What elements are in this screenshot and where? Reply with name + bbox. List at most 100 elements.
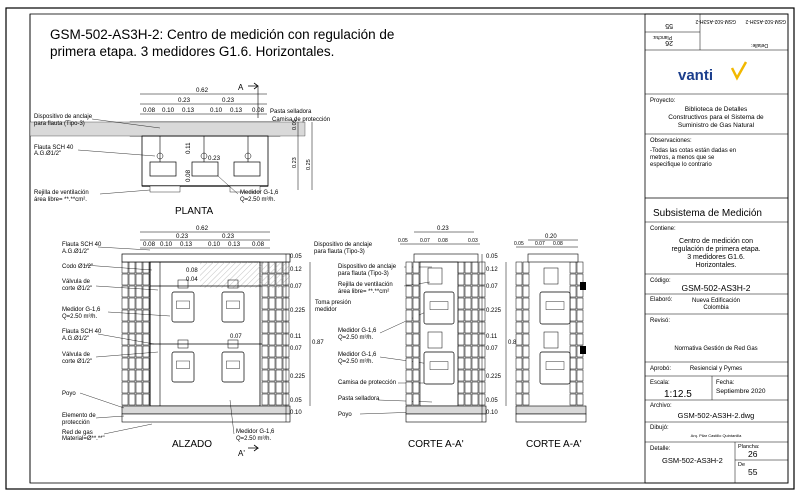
alzado-label: Medidor G-1,6 (236, 429, 275, 435)
alzado-inner-dim: 0.08 (186, 268, 198, 274)
escala-value: 1:12.5 (664, 389, 692, 400)
planta-dim-part: 0.10 (210, 107, 223, 114)
brick (522, 321, 530, 334)
brick (515, 261, 523, 274)
brick (464, 345, 472, 358)
dim-value: 0.05 (486, 398, 498, 404)
codigo-label: Código: (650, 278, 671, 284)
brick (261, 321, 269, 334)
mid-label: Pasta selladora (338, 396, 380, 402)
brick (522, 357, 530, 370)
brick (412, 297, 420, 310)
dibujo-label: Dibujó: (650, 425, 669, 431)
detalle-label: Detalle: (650, 446, 671, 452)
de-label: De (738, 462, 745, 468)
alzado-label: Codo Ø1/2" (62, 264, 93, 270)
corte1-dim-part: 0.08 (438, 238, 448, 244)
planta-dim-part: 0.08 (143, 107, 156, 114)
sheet-title: GSM-502-AS3H-2: Centro de medición con r… (50, 26, 570, 60)
proyecto-text: Constructivos para el Sistema de (668, 114, 764, 121)
top-plancha-label: Plancha: (653, 34, 672, 40)
alzado-label: protección (62, 420, 90, 426)
dim-value: 0.05 (486, 254, 498, 260)
brick (268, 333, 276, 346)
gas-meter (171, 291, 195, 323)
brick (135, 285, 143, 298)
brick (261, 393, 269, 406)
brick (135, 261, 143, 274)
brick (464, 321, 472, 334)
brick (471, 381, 479, 394)
brick (515, 357, 523, 370)
brick (412, 369, 420, 382)
brick (569, 309, 577, 322)
brick (128, 345, 136, 358)
brick (135, 393, 143, 406)
brick (405, 261, 413, 274)
brick (405, 309, 413, 322)
alzado-view: 0.62 0.23 0.23 0.08 0.10 0.13 0.10 0.13 … (62, 225, 373, 458)
mid-label: para flauta (Tipo-3) (338, 271, 389, 277)
brick (464, 285, 472, 298)
brick (522, 393, 530, 406)
brick (128, 381, 136, 394)
brick (275, 369, 283, 382)
mid-label: Q=2.50 m³/h. (338, 359, 374, 365)
brick (576, 297, 584, 310)
brick (515, 309, 523, 322)
brick (522, 333, 530, 346)
observaciones-text: -Todas las cotas están dadas en (650, 148, 736, 154)
brick (142, 273, 150, 286)
brick (121, 345, 129, 358)
brick (261, 369, 269, 382)
brick (464, 381, 472, 394)
brick (412, 285, 420, 298)
mid-label: Poyo (338, 412, 352, 418)
brick (522, 261, 530, 274)
reviso-value: Normativa Gestión de Red Gas (674, 346, 757, 352)
brick (412, 357, 420, 370)
gas-meter (423, 291, 455, 325)
mid-label: Q=2.50 m³/h. (338, 335, 374, 341)
brick (405, 285, 413, 298)
brick (268, 297, 276, 310)
brick (471, 297, 479, 310)
alzado-label: A.G.Ø1/2" (62, 336, 89, 342)
planta-label: Rejilla de ventilación (34, 190, 89, 196)
corte1-dim-part: 0.05 (398, 238, 408, 244)
planta-label: Medidor G-1,6 (240, 190, 279, 196)
corte1-dim-part: 0.07 (420, 238, 430, 244)
brick (569, 357, 577, 370)
corte1-right-dims: 0.050.120.070.2250.110.070.2250.050.100.… (481, 254, 520, 422)
alzado-dim-mid: 0.23 (222, 233, 235, 240)
brick (569, 285, 577, 298)
brick (412, 309, 420, 322)
brick (569, 321, 577, 334)
alzado-dim-part: 0.10 (160, 241, 173, 248)
alzado-dim-part: 0.08 (252, 241, 265, 248)
observaciones-text: metros, a menos que se (650, 155, 715, 161)
proyecto-text: Suministro de Gas Natural (678, 122, 755, 129)
planta-label: área libre= **.**cm². (34, 197, 87, 203)
top-total-value: 55 (665, 22, 673, 29)
alzado-label: Flauta SCH 40 (62, 242, 102, 248)
mid-label: Medidor G-1,6 (338, 328, 377, 334)
brick (261, 381, 269, 394)
corte2-view-label: CORTE A-A' (526, 439, 582, 450)
brick (522, 297, 530, 310)
brick (142, 357, 150, 370)
dim-total: 0.87 (312, 340, 324, 346)
brick (121, 297, 129, 310)
mid-label: Toma presión (315, 300, 351, 306)
brick (275, 357, 283, 370)
vanti-logo-check (730, 61, 748, 81)
brick (457, 357, 465, 370)
brick (457, 261, 465, 274)
planta-dim-part: 0.08 (252, 107, 265, 114)
planta-label: A.G.Ø1/2" (34, 151, 61, 157)
brick (142, 285, 150, 298)
corte2-dim-part: 0.05 (514, 241, 524, 247)
sheet-title-line: primera etapa. 3 medidores G1.6. Horizon… (50, 44, 335, 59)
brick (471, 345, 479, 358)
alzado-poyo (121, 405, 291, 415)
